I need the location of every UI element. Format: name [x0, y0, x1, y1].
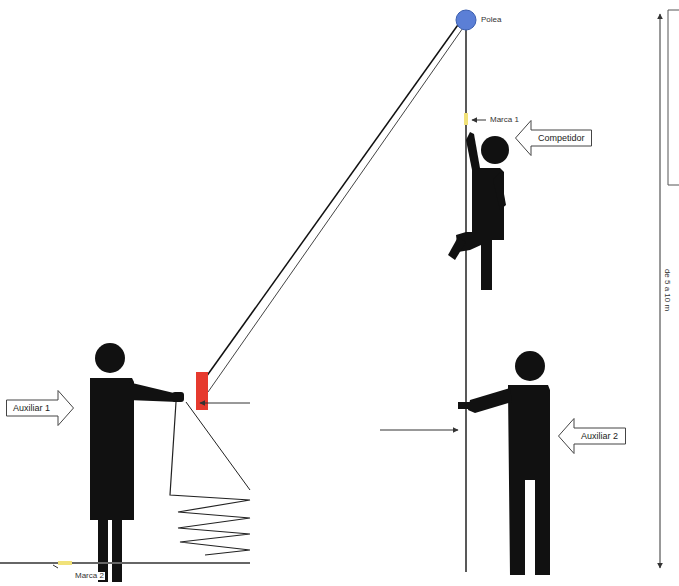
part-label: Polea [480, 16, 502, 24]
part-label: Marca 2 [74, 572, 105, 580]
callout-text: Auxiliar 1 [13, 404, 50, 413]
arrow-callout: Competidor [515, 120, 592, 156]
dimension-label: de 5 a 10 m [663, 268, 671, 312]
arrow-callout: Auxiliar 2 [558, 418, 626, 454]
arrow-callout: Auxiliar 1 [6, 390, 74, 426]
callout-text: Competidor [538, 134, 585, 143]
callout-text: Auxiliar 2 [581, 432, 618, 441]
part-label: Marca 1 [489, 116, 520, 124]
